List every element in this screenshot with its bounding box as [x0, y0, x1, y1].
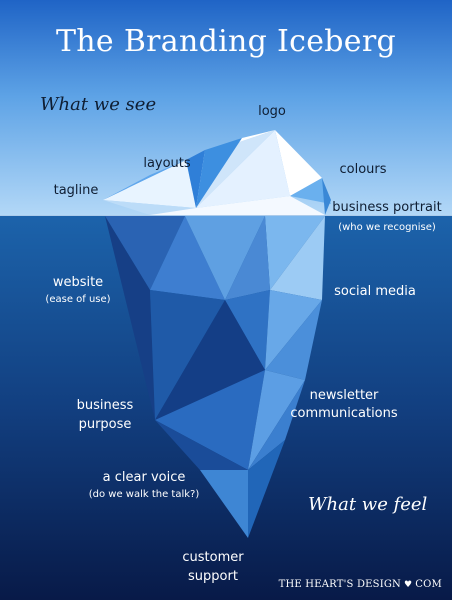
label-colours: colours: [333, 162, 393, 178]
label-colours-text: colours: [339, 162, 387, 177]
label-newsletter: newsletter communications: [286, 388, 402, 422]
iceberg-tip: [103, 130, 331, 215]
label-logo-text: logo: [258, 104, 286, 119]
what-we-feel-heading: What we feel: [308, 494, 428, 515]
label-customer-support: customer support: [178, 550, 248, 585]
label-newsletter-line2: communications: [290, 406, 398, 421]
label-newsletter-line1: newsletter: [309, 388, 379, 403]
label-social-media-text: social media: [334, 284, 416, 299]
label-layouts: layouts: [136, 156, 198, 172]
label-social-media: social media: [330, 284, 420, 300]
label-business-portrait-note: (who we recognise): [338, 222, 436, 233]
label-tagline: tagline: [48, 183, 104, 199]
label-business-portrait: business portrait (who we recognise): [327, 200, 447, 235]
label-website-text: website: [52, 275, 104, 290]
heart-icon: ♥: [404, 580, 413, 590]
label-business-purpose-line1: business: [76, 398, 134, 413]
credit-right: COM: [415, 579, 442, 590]
label-customer-support-line1: customer: [182, 550, 244, 565]
label-clear-voice-note: (do we walk the talk?): [88, 489, 200, 500]
what-we-see-heading: What we see: [40, 94, 157, 115]
credit-left: THE HEART'S DESIGN: [278, 579, 402, 590]
iceberg-base: [105, 216, 325, 538]
label-website: website (ease of use): [36, 275, 120, 307]
label-business-purpose: business purpose: [70, 398, 140, 433]
label-customer-support-line2: support: [188, 569, 238, 584]
site-credit: THE HEART'S DESIGN♥COM: [279, 579, 442, 590]
page-title: The Branding Iceberg: [56, 24, 396, 59]
label-website-note: (ease of use): [45, 294, 111, 305]
label-clear-voice-text: a clear voice: [102, 470, 186, 485]
label-layouts-text: layouts: [143, 156, 191, 171]
label-logo: logo: [252, 104, 292, 120]
label-tagline-text: tagline: [53, 183, 99, 198]
label-business-portrait-text: business portrait: [332, 200, 442, 215]
label-business-purpose-line2: purpose: [78, 417, 132, 432]
label-clear-voice: a clear voice (do we walk the talk?): [68, 470, 220, 502]
